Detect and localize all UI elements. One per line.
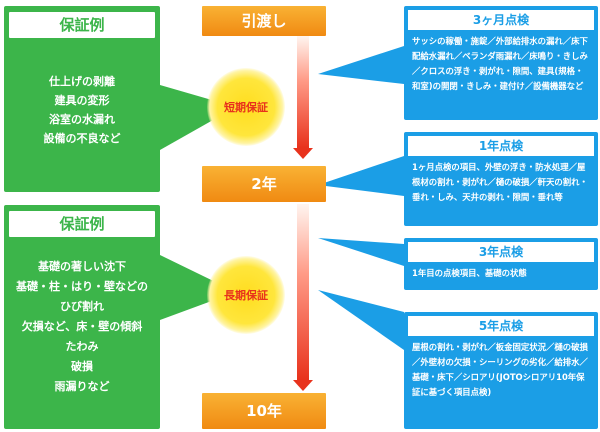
short-term-warranty-list: 仕上げの剥離 建具の変形 浴室の水漏れ 設備の不良など: [4, 72, 160, 148]
inspection-items: 屋根の割れ・剥がれ／板金固定状況／樋の破損／外壁材の欠損・シーリングの劣化／給排…: [412, 342, 588, 397]
inspection-3-years: 3年点検 1年目の点検項目、基礎の状態: [404, 238, 598, 290]
inspection-title: 5年点検: [408, 316, 594, 336]
inspection-items: サッシの稼働・施錠／外部給排水の漏れ／床下配給水漏れ／ベランダ雨漏れ／床鳴り・き…: [412, 36, 588, 91]
list-item: 欠損など、床・壁の傾斜: [21, 320, 143, 333]
list-item: 雨漏りなど: [54, 380, 110, 393]
timeline-arrowhead-short: [293, 148, 313, 159]
inspection-3year-pointer: [318, 238, 404, 266]
inspection-1year-pointer: [318, 156, 404, 196]
inspection-items: 1ヶ月点検の項目、外壁の浮き・防水処理／屋根材の割れ・剥がれ／樋の破損／軒天の割…: [412, 162, 588, 202]
inspection-5-years: 5年点検 屋根の割れ・剥がれ／板金固定状況／樋の破損／外壁材の欠損・シーリングの…: [404, 312, 598, 429]
timeline-arrowhead-long: [293, 380, 313, 391]
list-item: 仕上げの剥離: [49, 75, 115, 88]
long-term-warranty-badge: 長期保証: [207, 256, 285, 334]
short-term-warranty-box: 保証例 仕上げの剥離 建具の変形 浴室の水漏れ 設備の不良など: [4, 6, 160, 192]
timeline-arrow-short: [297, 36, 309, 148]
inspection-3month-pointer: [318, 46, 404, 84]
inspection-title: 1年点検: [408, 136, 594, 156]
inspection-5year-pointer: [318, 290, 404, 350]
list-item: 建具の変形: [54, 94, 110, 107]
list-item: 破損: [71, 360, 93, 373]
inspection-items: 1年目の点検項目、基礎の状態: [412, 268, 527, 278]
inspection-title: 3年点検: [408, 242, 594, 262]
list-item: 設備の不良など: [43, 132, 121, 145]
long-term-warranty-box: 保証例 基礎の著しい沈下 基礎・柱・はり・壁などの ひび割れ 欠損など、床・壁の…: [4, 205, 160, 429]
inspection-1-year: 1年点検 1ヶ月点検の項目、外壁の浮き・防水処理／屋根材の割れ・剥がれ／樋の破損…: [404, 132, 598, 226]
inspection-title: 3ヶ月点検: [408, 10, 594, 30]
long-term-warranty-list: 基礎の著しい沈下 基礎・柱・はり・壁などの ひび割れ 欠損など、床・壁の傾斜 た…: [4, 257, 160, 397]
inspection-3-months: 3ヶ月点検 サッシの稼働・施錠／外部給排水の漏れ／床下配給水漏れ／ベランダ雨漏れ…: [404, 6, 598, 120]
long-term-warranty-title: 保証例: [9, 211, 155, 237]
milestone-2-years: 2年: [202, 166, 326, 202]
list-item: 浴室の水漏れ: [49, 113, 115, 126]
list-item: 基礎の著しい沈下: [38, 260, 126, 273]
list-item: たわみ: [65, 340, 99, 353]
list-item: 基礎・柱・はり・壁などの: [16, 280, 148, 293]
short-term-warranty-title: 保証例: [9, 12, 155, 38]
milestone-10-years: 10年: [202, 393, 326, 429]
short-term-pointer: [160, 85, 236, 150]
short-term-warranty-badge: 短期保証: [207, 68, 285, 146]
milestone-handover: 引渡し: [202, 6, 326, 36]
long-term-pointer: [160, 255, 236, 320]
list-item: ひび割れ: [60, 300, 104, 313]
timeline-arrow-long: [297, 204, 309, 380]
